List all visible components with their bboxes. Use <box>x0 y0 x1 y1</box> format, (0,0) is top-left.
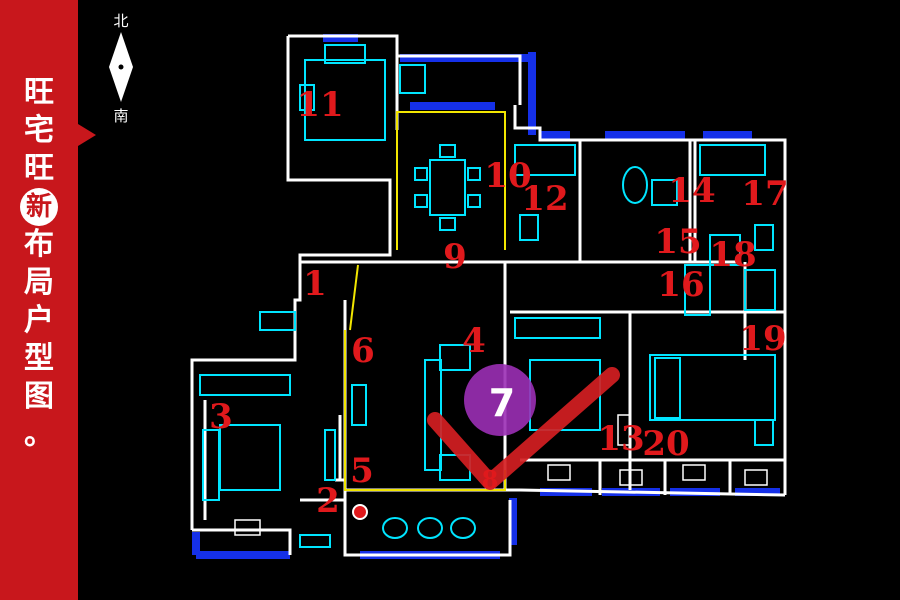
room-number-5: 5 <box>350 451 374 491</box>
banner-char: 户 <box>24 303 54 338</box>
compass-north-label: 北 <box>113 12 129 30</box>
room-number-12: 12 <box>521 179 568 219</box>
room-number-4: 4 <box>462 321 486 361</box>
room-number-14: 14 <box>668 171 715 211</box>
check-mark-icon <box>427 367 620 490</box>
dining-table-icon <box>414 144 481 231</box>
banner-char: 型 <box>24 341 54 376</box>
room-number-11: 11 <box>296 85 343 125</box>
room-number-6: 6 <box>351 331 375 371</box>
room-number-8: 8 <box>482 465 499 494</box>
room-number-17: 17 <box>741 174 788 214</box>
room-number-20: 20 <box>642 424 689 464</box>
room-number-10: 10 <box>484 156 531 196</box>
banner-pointer <box>78 124 96 146</box>
room-number-18: 18 <box>709 235 756 275</box>
banner-char: 旺 <box>24 75 54 110</box>
banner-char-circled: 新 <box>20 188 58 226</box>
banner-char: 布 <box>24 227 54 262</box>
room-number-13: 13 <box>597 419 644 459</box>
room-number-3: 3 <box>209 397 233 437</box>
banner-char: 图 <box>24 379 54 414</box>
banner-char: 旺 <box>24 151 54 186</box>
center-circle <box>464 364 536 436</box>
banner-char: 。 <box>24 417 54 452</box>
room-number-9: 9 <box>443 237 467 277</box>
room-number-16: 16 <box>657 265 704 305</box>
room-number-15: 15 <box>654 222 701 262</box>
banner-title: 旺 宅 旺 新 布 局 户 型 图 。 <box>0 74 78 454</box>
compass-needle-icon <box>109 32 133 102</box>
furniture <box>199 44 776 548</box>
decor <box>234 414 768 536</box>
room-number-2: 2 <box>316 481 340 521</box>
compass-south-label: 南 <box>113 107 129 125</box>
highlight-outline <box>344 111 506 491</box>
banner-char: 宅 <box>24 113 54 148</box>
room-number-19: 19 <box>739 319 786 359</box>
room-number-7: 7 <box>489 381 515 425</box>
side-banner <box>0 0 78 600</box>
banner-char: 局 <box>24 265 54 300</box>
room-number-1: 1 <box>303 264 327 304</box>
